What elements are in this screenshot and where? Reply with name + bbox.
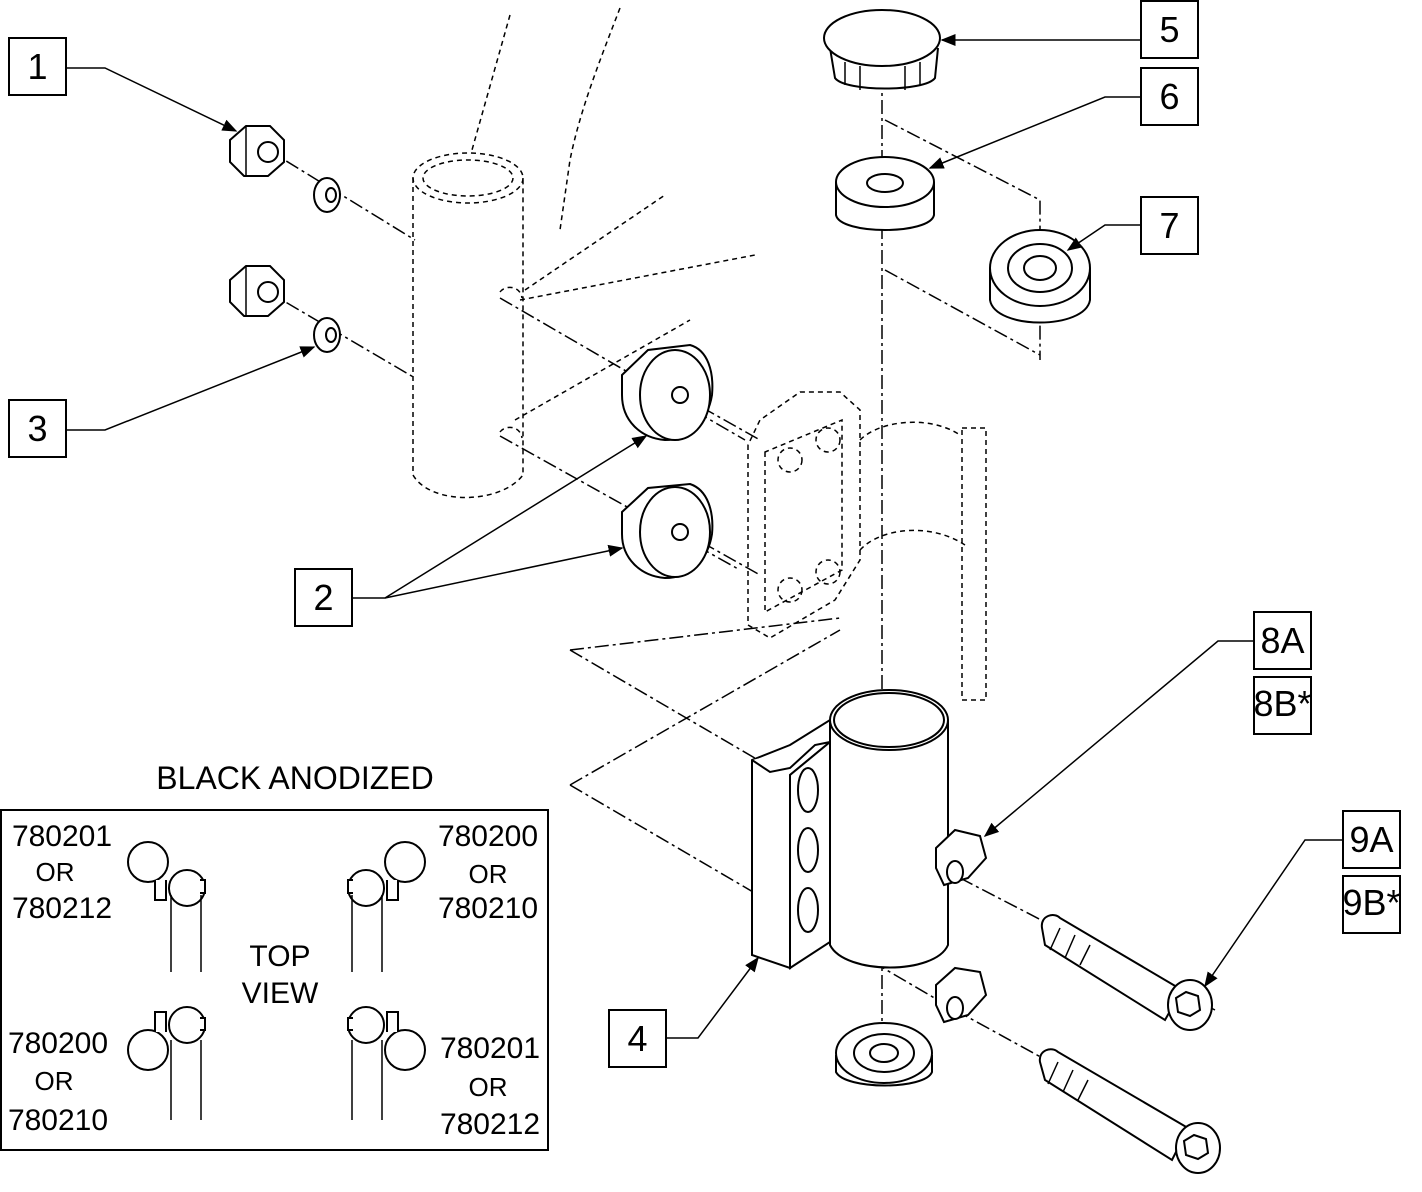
callout-9b: 9B* [1342, 875, 1401, 934]
flat-washer-lower [313, 317, 341, 353]
hex-nut-lower [229, 265, 285, 317]
hex-nut-clamp-upper [935, 828, 988, 887]
top-view-label-line1: TOP [249, 940, 310, 973]
part-number-tr-2: 780210 [438, 892, 538, 925]
callout-8a: 8A [1253, 611, 1312, 670]
flat-washer-upper [313, 177, 341, 213]
callout-label: 4 [627, 1018, 647, 1059]
part-number-br-1: 780201 [440, 1032, 540, 1065]
part-number-br-or: OR [469, 1072, 508, 1102]
part-number-bl-2: 780210 [8, 1104, 108, 1137]
part-number-tl-or: OR [36, 857, 75, 887]
spacer-lower [621, 482, 714, 580]
callout-5: 5 [1140, 0, 1199, 59]
callout-label: 9A [1349, 819, 1393, 860]
socket-bolt-lower [1038, 1048, 1221, 1174]
part-number-bl-1: 780200 [8, 1027, 108, 1060]
bearing-lower [835, 1022, 933, 1087]
part-number-br-2: 780212 [440, 1108, 540, 1141]
callout-label: 2 [313, 577, 333, 618]
part-number-tr-1: 780200 [438, 820, 538, 853]
callout-label: 8B* [1253, 683, 1311, 724]
callout-label: 5 [1159, 9, 1179, 50]
bearing-upper [989, 229, 1091, 324]
callout-9a: 9A [1342, 810, 1401, 869]
top-view-clamp-br [347, 1006, 426, 1120]
top-view-label-line2: VIEW [242, 977, 319, 1010]
part-number-tr-or: OR [469, 859, 508, 889]
callout-6: 6 [1140, 67, 1199, 126]
part-number-tl-2: 780212 [12, 892, 112, 925]
top-view-clamp-bl [127, 1006, 206, 1120]
top-view-clamp-tr [347, 841, 426, 972]
callout-4: 4 [608, 1009, 667, 1068]
callout-label: 1 [27, 46, 47, 87]
inset-top-view: BLACK ANODIZED TO [0, 760, 549, 1151]
hex-nut-upper [229, 125, 285, 177]
callout-8b: 8B* [1253, 676, 1312, 735]
part-number-tl-1: 780201 [12, 820, 112, 853]
part-number-bl-or: OR [35, 1066, 74, 1096]
clamp-body [751, 689, 949, 970]
thick-washer [835, 156, 935, 231]
hex-nut-clamp-lower [935, 966, 988, 1024]
inset-title: BLACK ANODIZED [156, 760, 433, 796]
frame-tube-hidden [412, 7, 756, 499]
callout-2: 2 [294, 568, 353, 627]
socket-bolt-upper [1040, 914, 1213, 1031]
top-view-clamp-tl [127, 841, 206, 972]
callout-7: 7 [1140, 196, 1199, 255]
clamp-plate-hidden [747, 391, 987, 701]
inset-frame [0, 809, 549, 1151]
spacer-upper [621, 343, 714, 442]
callout-label: 9B* [1342, 882, 1400, 923]
leader-lines [66, 34, 1343, 1039]
callout-label: 7 [1159, 205, 1179, 246]
callout-label: 6 [1159, 76, 1179, 117]
callout-1: 1 [8, 37, 67, 96]
callout-3: 3 [8, 399, 67, 458]
end-cap [823, 9, 941, 90]
callout-label: 8A [1260, 620, 1304, 661]
callout-label: 3 [27, 408, 47, 449]
